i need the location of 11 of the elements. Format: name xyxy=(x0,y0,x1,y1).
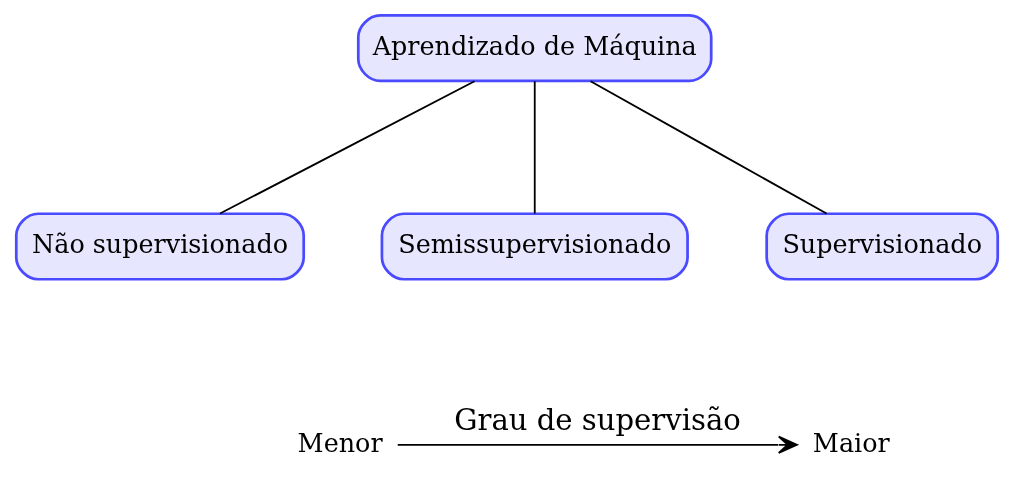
connector xyxy=(533,80,536,215)
node-box: Supervisionado xyxy=(765,212,1000,281)
node-box: Aprendizado de Máquina xyxy=(356,14,713,83)
node-text: Menor xyxy=(297,427,383,458)
node-box: Semissupervisionado xyxy=(380,212,689,281)
node-box: Não supervisionado xyxy=(14,212,306,281)
node-text: Maior xyxy=(812,427,890,458)
edge-label: Grau de supervisão xyxy=(454,402,741,437)
arrow xyxy=(396,435,798,454)
connector xyxy=(589,80,828,215)
connector xyxy=(219,80,476,215)
